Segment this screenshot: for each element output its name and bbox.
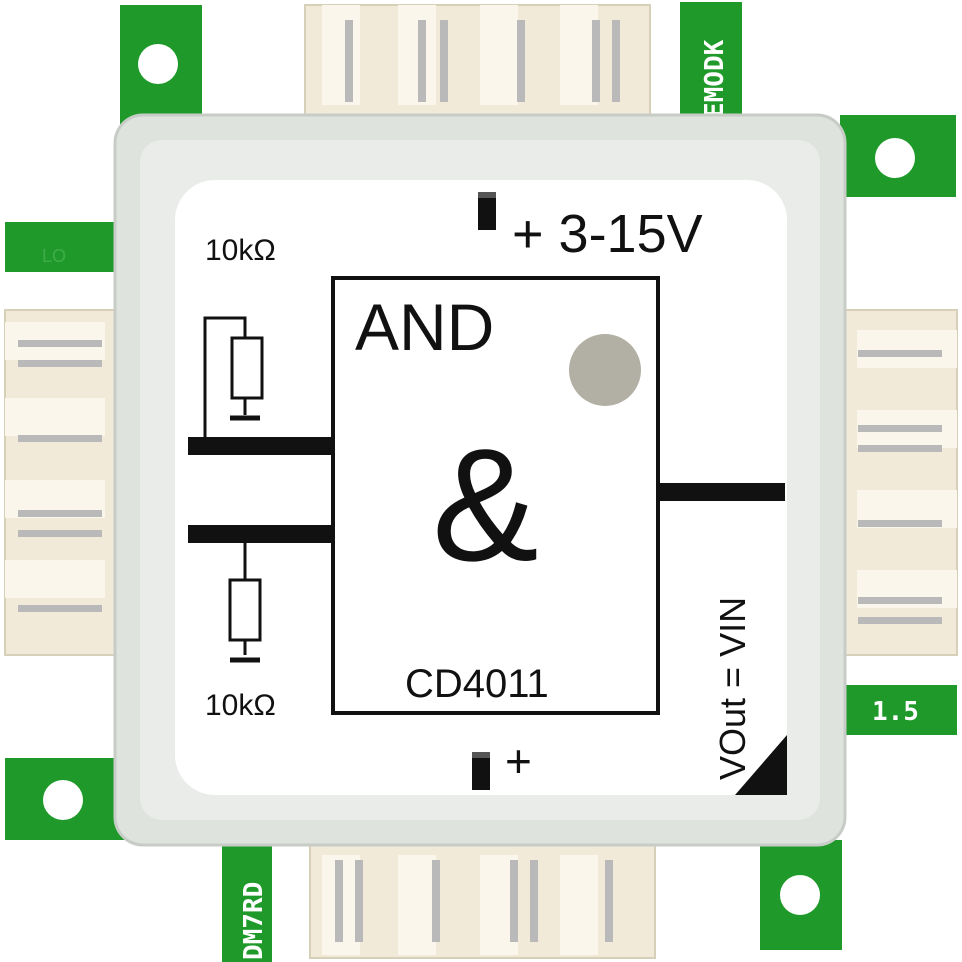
resistor-top-label: 10kΩ — [205, 234, 276, 267]
gate-name: AND — [355, 290, 494, 364]
connector-left — [4, 309, 131, 656]
resistor-bottom-icon — [228, 540, 262, 663]
pcb-tab-bottom-left-lower — [222, 840, 272, 962]
pcb-tab-right-version — [845, 685, 957, 735]
input-wire-top — [188, 437, 333, 455]
mount-hole-top-left — [138, 44, 178, 84]
pcb-board — [5, 2, 957, 962]
mount-hole-right-top — [875, 138, 915, 178]
connector-right — [831, 309, 958, 656]
orientation-mark — [735, 735, 787, 795]
supply-voltage-label: + 3-15V — [512, 204, 703, 264]
output-wire — [655, 483, 785, 501]
led-icon — [569, 334, 641, 406]
battery-icon-bottom — [472, 752, 490, 790]
pcb-tab-left-upper — [5, 222, 120, 272]
pcb-edge-text-top-right: EMODK — [700, 39, 730, 118]
resistor-bottom-label: 10kΩ — [205, 689, 276, 722]
pcb-version-text: 1.5 — [872, 697, 919, 727]
battery-icon — [478, 192, 496, 230]
gate-symbol: & — [432, 415, 539, 594]
connector-top — [304, 4, 651, 121]
connector-bottom — [309, 837, 656, 959]
chip-name: CD4011 — [405, 662, 549, 706]
resistor-top-icon — [203, 316, 264, 442]
mount-hole-bottom-left — [43, 780, 83, 820]
vout-label: VOut = VIN — [712, 597, 753, 780]
plus-label: + — [505, 735, 532, 787]
pcb-tab-top-right — [680, 2, 742, 120]
pcb-faint-text: LO — [42, 246, 66, 266]
input-wire-bottom — [188, 525, 333, 543]
pcb-edge-text-bottom-left: DM7RD — [239, 882, 269, 960]
mount-hole-bottom-right — [780, 875, 820, 915]
